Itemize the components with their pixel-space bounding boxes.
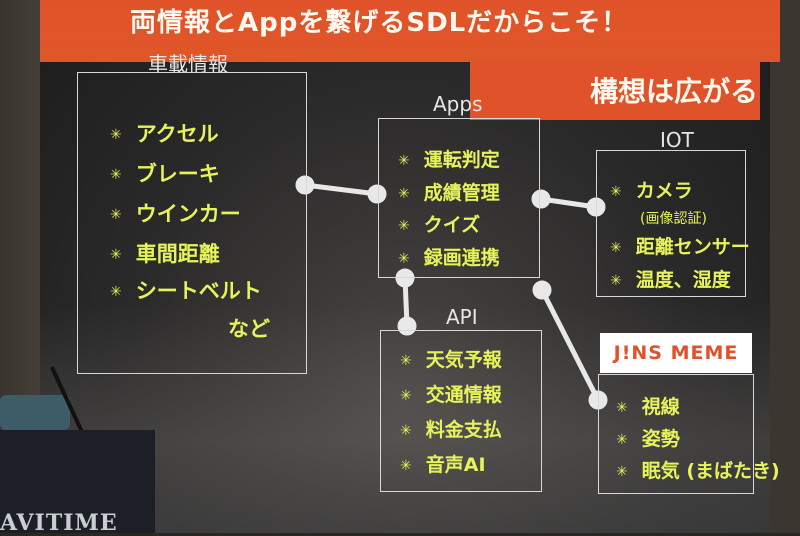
api-item: ✳ 料金支払	[400, 415, 502, 442]
apps-item: ✳ クイズ	[398, 210, 480, 237]
podium-brand: AVITIME	[0, 510, 118, 536]
asterisk-icon: ✳	[110, 167, 122, 183]
connector-vehicle-apps	[304, 182, 378, 197]
jins-box	[598, 374, 754, 494]
api-heading: API	[446, 305, 478, 329]
apps-item: ✳ 成績管理	[398, 178, 500, 205]
connector-dot	[395, 268, 415, 288]
apps-item: ✳ 録画連携	[398, 243, 500, 270]
jins-item: ✳ 視線	[616, 392, 680, 419]
iot-item: ✳ 温度、湿度	[610, 265, 731, 292]
vehicle-item: ✳ ブレーキ	[110, 158, 220, 188]
iot-item: ✳ カメラ	[610, 176, 693, 203]
api-item-label: 音声AI	[425, 454, 486, 476]
title-banner-bottom	[470, 62, 760, 120]
asterisk-icon: ✳	[400, 387, 412, 404]
asterisk-icon: ✳	[400, 352, 412, 369]
iot-heading: IOT	[660, 128, 694, 152]
vehicle-item: ✳ アクセル	[110, 118, 219, 148]
asterisk-icon: ✳	[398, 185, 410, 202]
connector-dot	[367, 184, 387, 204]
api-item-label: 交通情報	[425, 384, 502, 406]
podium-lamp	[0, 395, 70, 430]
apps-box	[378, 118, 540, 278]
asterisk-icon: ✳	[398, 152, 410, 169]
apps-item-label: 録画連携	[423, 247, 500, 269]
asterisk-icon: ✳	[610, 272, 622, 289]
connector-apps-jins	[539, 288, 601, 402]
connector-dot	[532, 280, 552, 300]
vehicle-item-label: 車間距離	[135, 242, 220, 266]
api-item: ✳ 交通情報	[400, 380, 502, 407]
vehicle-item: ✳ ウインカー	[110, 198, 241, 228]
connector-dot	[397, 316, 417, 336]
api-item: ✳ 天気予報	[400, 345, 502, 372]
asterisk-icon: ✳	[110, 247, 122, 263]
jins-item: ✳ 眠気 (まばたき)	[616, 456, 780, 483]
vehicle-item-label: ウインカー	[135, 202, 241, 226]
asterisk-icon: ✳	[398, 250, 410, 267]
apps-heading: Apps	[433, 92, 483, 116]
vehicle-item-label: シートベルト	[135, 279, 262, 303]
iot-item: ✳ 距離センサー	[610, 232, 750, 259]
slide-title-line1: 両情報とAppを繋げるSDLだからこそ！	[130, 8, 629, 38]
iot-item-label: カメラ	[635, 180, 693, 202]
jins-meme-logo: J!NS MEME	[600, 333, 752, 373]
jins-item-label: 眠気 (まばたき)	[641, 460, 780, 482]
connector-dot	[295, 175, 315, 195]
apps-item: ✳ 運転判定	[398, 145, 500, 172]
asterisk-icon: ✳	[610, 239, 622, 256]
apps-item-label: 運転判定	[423, 149, 500, 171]
asterisk-icon: ✳	[110, 127, 122, 143]
asterisk-icon: ✳	[616, 431, 628, 448]
vehicle-item: ✳ シートベルト	[110, 275, 262, 305]
iot-item-label: 温度、湿度	[635, 269, 731, 291]
vehicle-item-label: アクセル	[135, 122, 219, 146]
vehicle-box	[77, 72, 307, 374]
slide-title-line2: 構想は広がる	[590, 75, 759, 108]
asterisk-icon: ✳	[616, 399, 628, 416]
asterisk-icon: ✳	[400, 457, 412, 474]
asterisk-icon: ✳	[110, 284, 122, 300]
asterisk-icon: ✳	[400, 422, 412, 439]
podium	[0, 430, 155, 533]
iot-item-label: 距離センサー	[635, 236, 750, 258]
jins-item: ✳ 姿勢	[616, 424, 680, 451]
asterisk-icon: ✳	[398, 217, 410, 234]
api-item: ✳ 音声AI	[400, 450, 486, 477]
jins-item-label: 視線	[641, 396, 680, 418]
title-banner-top	[40, 0, 780, 62]
iot-box	[596, 150, 746, 297]
jins-item-label: 姿勢	[641, 428, 680, 450]
asterisk-icon: ✳	[616, 463, 628, 480]
apps-item-label: クイズ	[423, 214, 481, 236]
apps-item-label: 成績管理	[423, 182, 500, 204]
vehicle-item-label: ブレーキ	[135, 162, 220, 186]
vehicle-etc: など	[228, 317, 270, 341]
api-item-label: 料金支払	[425, 419, 502, 441]
api-box	[380, 330, 542, 492]
asterisk-icon: ✳	[610, 183, 622, 200]
api-item-label: 天気予報	[425, 349, 502, 371]
vehicle-item: ✳ 車間距離	[110, 238, 220, 268]
asterisk-icon: ✳	[110, 207, 122, 223]
connector-dot	[531, 189, 551, 209]
iot-camera-note: (画像認証)	[640, 211, 707, 227]
